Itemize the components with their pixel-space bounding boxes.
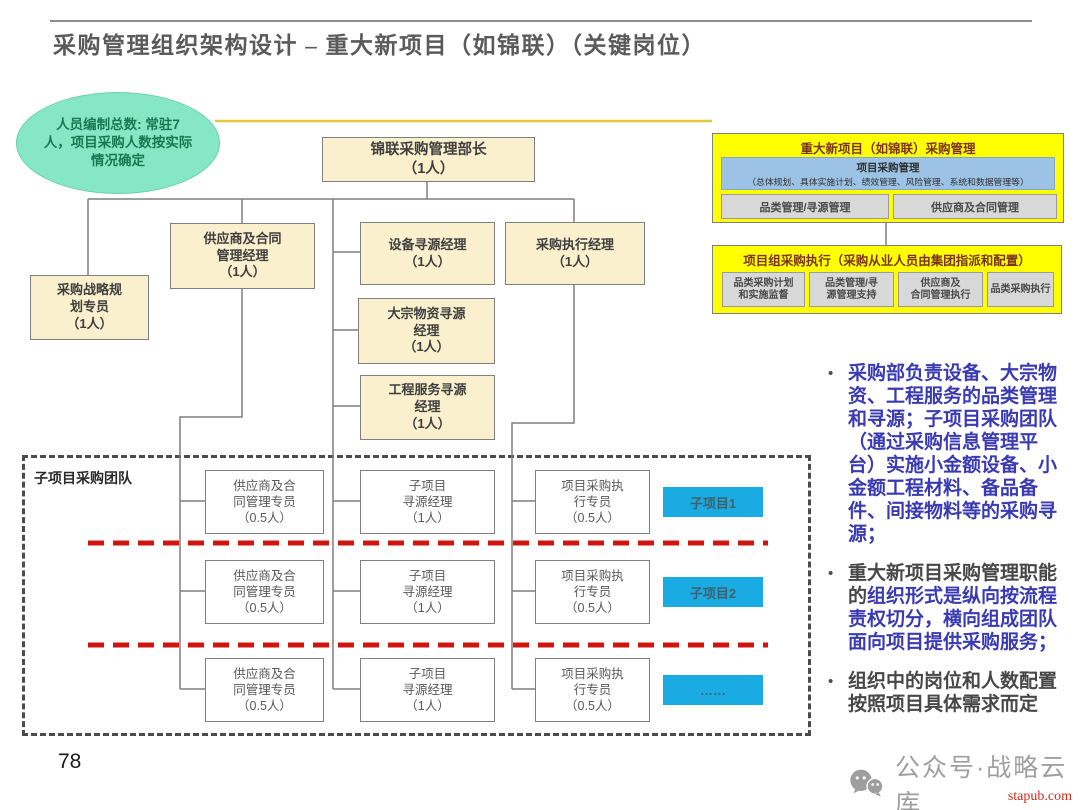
- box-count: （0.5人）: [237, 699, 292, 714]
- box-title: 项目采购执 行专员: [561, 478, 624, 509]
- org-connectors: [87, 180, 887, 690]
- box-title: 供应商及合同 管理经理: [203, 230, 282, 263]
- org-box-supplier-contract-manager: 供应商及合同 管理经理 （1人）: [170, 223, 315, 289]
- project-tag-2: 子项目2: [663, 577, 763, 607]
- note-text: 组织中的岗位和人数配置按照项目具体需求而定: [848, 670, 1066, 716]
- note-bullet-2: • 重大新项目采购管理职能的组织形式是纵向按流程责权切分，横向组成团队面向项目提…: [828, 562, 1080, 654]
- note-text: 重大新项目采购管理职能的组织形式是纵向按流程责权切分，横向组成团队面向项目提供采…: [848, 562, 1066, 654]
- box-title: 采购战略规 划专员: [56, 282, 122, 315]
- panel-project-execution: 项目组采购执行（采购从业人员由集团指派和配置） 品类采购计划 和实施监督 品类管…: [712, 245, 1062, 314]
- panel-highlight-box: 项目采购管理 （总体规划、具体实施计划、绩效管理、风险管理、系统和数据管理等）: [721, 157, 1055, 190]
- header-rule: [50, 20, 1032, 22]
- box-title: 子项目 寻源经理: [402, 666, 453, 697]
- box-title: 设备寻源经理: [388, 236, 467, 252]
- box-count: （1人）: [404, 415, 451, 431]
- panel-item-contract-execution: 供应商及 合同管理执行: [898, 272, 983, 307]
- box-count: （1人）: [219, 264, 266, 280]
- box-count: （1人）: [405, 699, 450, 714]
- box-count: （0.5人）: [237, 511, 292, 526]
- panel-item-category-execution: 品类采购执行: [987, 272, 1054, 307]
- highlight-title: 项目采购管理: [856, 161, 920, 174]
- headcount-callout: 人员编制总数: 常驻7人，项目采购人数按实际情况确定: [16, 92, 220, 194]
- box-title: 锦联采购管理部长: [370, 141, 487, 158]
- note-segment: 重大新项目采购管理职能的: [848, 563, 1058, 607]
- box-count: （0.5人）: [237, 601, 292, 616]
- subteam-row3-sourcing-box: 子项目 寻源经理 （1人）: [360, 658, 495, 722]
- box-title: 采购执行经理: [535, 236, 614, 252]
- box-title: 子项目 寻源经理: [402, 478, 453, 509]
- org-box-strategy-specialist: 采购战略规 划专员 （1人）: [30, 275, 149, 340]
- box-title: 供应商及合 同管理专员: [233, 568, 296, 599]
- watermark-url: stapub.com: [1007, 789, 1072, 804]
- highlight-detail: （总体规划、具体实施计划、绩效管理、风险管理、系统和数据管理等）: [747, 176, 1029, 187]
- box-count: （0.5人）: [565, 699, 620, 714]
- box-title: 项目采购执 行专员: [561, 568, 624, 599]
- subteam-row1-execution-box: 项目采购执 行专员 （0.5人）: [535, 470, 650, 534]
- subproject-team-label: 子项目采购团队: [34, 470, 132, 486]
- org-box-bulk-material-sourcing-manager: 大宗物资寻源 经理 （1人）: [358, 298, 495, 364]
- panel-item-category-plan: 品类采购计划 和实施监督: [722, 272, 805, 307]
- bullet-icon: •: [828, 565, 834, 582]
- box-title: 供应商及合 同管理专员: [233, 666, 296, 697]
- box-count: （1人）: [66, 315, 113, 331]
- org-box-procurement-execution-manager: 采购执行经理 （1人）: [505, 222, 645, 285]
- org-box-director: 锦联采购管理部长 （1人）: [322, 137, 535, 182]
- box-title: 供应商及合 同管理专员: [233, 478, 296, 509]
- box-count: （1人）: [551, 253, 599, 269]
- box-title: 子项目 寻源经理: [402, 568, 453, 599]
- note-bullet-1: • 采购部负责设备、大宗物资、工程服务的品类管理和寻源；子项目采购团队（通过采购…: [828, 362, 1080, 546]
- wechat-icon: [850, 769, 884, 797]
- subteam-row3-supplier-box: 供应商及合 同管理专员 （0.5人）: [205, 658, 324, 722]
- panel-item-sourcing-support: 品类管理/寻 源管理支持: [809, 272, 894, 307]
- subteam-row2-sourcing-box: 子项目 寻源经理 （1人）: [360, 560, 495, 624]
- subteam-row1-sourcing-box: 子项目 寻源经理 （1人）: [360, 470, 495, 534]
- note-segment: 组织形式是纵向按流程责权切分，横向组成团队面向项目提供采购服务；: [848, 586, 1058, 653]
- wechat-footer: 公众号·战略云库: [848, 748, 1080, 810]
- notes-column: • 采购部负责设备、大宗物资、工程服务的品类管理和寻源；子项目采购团队（通过采购…: [828, 362, 1080, 732]
- box-count: （0.5人）: [565, 601, 620, 616]
- subteam-row2-execution-box: 项目采购执 行专员 （0.5人）: [535, 560, 650, 624]
- subteam-row3-execution-box: 项目采购执 行专员 （0.5人）: [535, 658, 650, 722]
- panel-title: 项目组采购执行（采购从业人员由集团指派和配置）: [743, 254, 1031, 268]
- page-title: 采购管理组织架构设计 – 重大新项目（如锦联）（关键岗位）: [53, 33, 706, 58]
- project-tag-1: 子项目1: [663, 487, 763, 517]
- panel-major-project-management: 重大新项目（如锦联）采购管理 项目采购管理 （总体规划、具体实施计划、绩效管理、…: [712, 133, 1064, 223]
- org-box-engineering-sourcing-manager: 工程服务寻源 经理 （1人）: [360, 375, 495, 440]
- bullet-icon: •: [828, 673, 834, 690]
- panel-item-supplier-contract: 供应商及合同管理: [893, 194, 1057, 219]
- box-count: （1人）: [403, 339, 450, 355]
- org-box-equipment-sourcing-manager: 设备寻源经理 （1人）: [360, 222, 495, 285]
- panel-title: 重大新项目（如锦联）采购管理: [800, 142, 976, 156]
- box-count: （1人）: [405, 601, 450, 616]
- box-count: （1人）: [405, 511, 450, 526]
- panel-item-category-sourcing: 品类管理/寻源管理: [721, 194, 889, 219]
- headcount-callout-text: 人员编制总数: 常驻7人，项目采购人数按实际情况确定: [43, 116, 193, 169]
- box-count: （1人）: [402, 160, 455, 177]
- note-segment: 采购部负责设备、大宗物资、工程服务的品类管理和寻源；子项目采购团队（通过采购信息…: [848, 363, 1058, 545]
- box-title: 工程服务寻源 经理: [388, 382, 467, 415]
- bullet-icon: •: [828, 365, 834, 382]
- page-number: 78: [58, 750, 82, 773]
- box-count: （0.5人）: [565, 511, 620, 526]
- subproject-team-frame: [22, 455, 811, 736]
- box-title: 大宗物资寻源 经理: [387, 305, 466, 338]
- subteam-row1-supplier-box: 供应商及合 同管理专员 （0.5人）: [205, 470, 324, 534]
- note-text: 采购部负责设备、大宗物资、工程服务的品类管理和寻源；子项目采购团队（通过采购信息…: [848, 362, 1066, 546]
- subteam-row2-supplier-box: 供应商及合 同管理专员 （0.5人）: [205, 560, 324, 624]
- box-count: （1人）: [404, 253, 451, 269]
- box-title: 项目采购执 行专员: [561, 666, 624, 697]
- project-tag-more: ……: [663, 675, 763, 705]
- note-segment: 组织中的岗位和人数配置按照项目具体需求而定: [848, 671, 1058, 715]
- note-bullet-3: • 组织中的岗位和人数配置按照项目具体需求而定: [828, 670, 1080, 716]
- wechat-account-label: 公众号·战略云库: [894, 754, 1068, 810]
